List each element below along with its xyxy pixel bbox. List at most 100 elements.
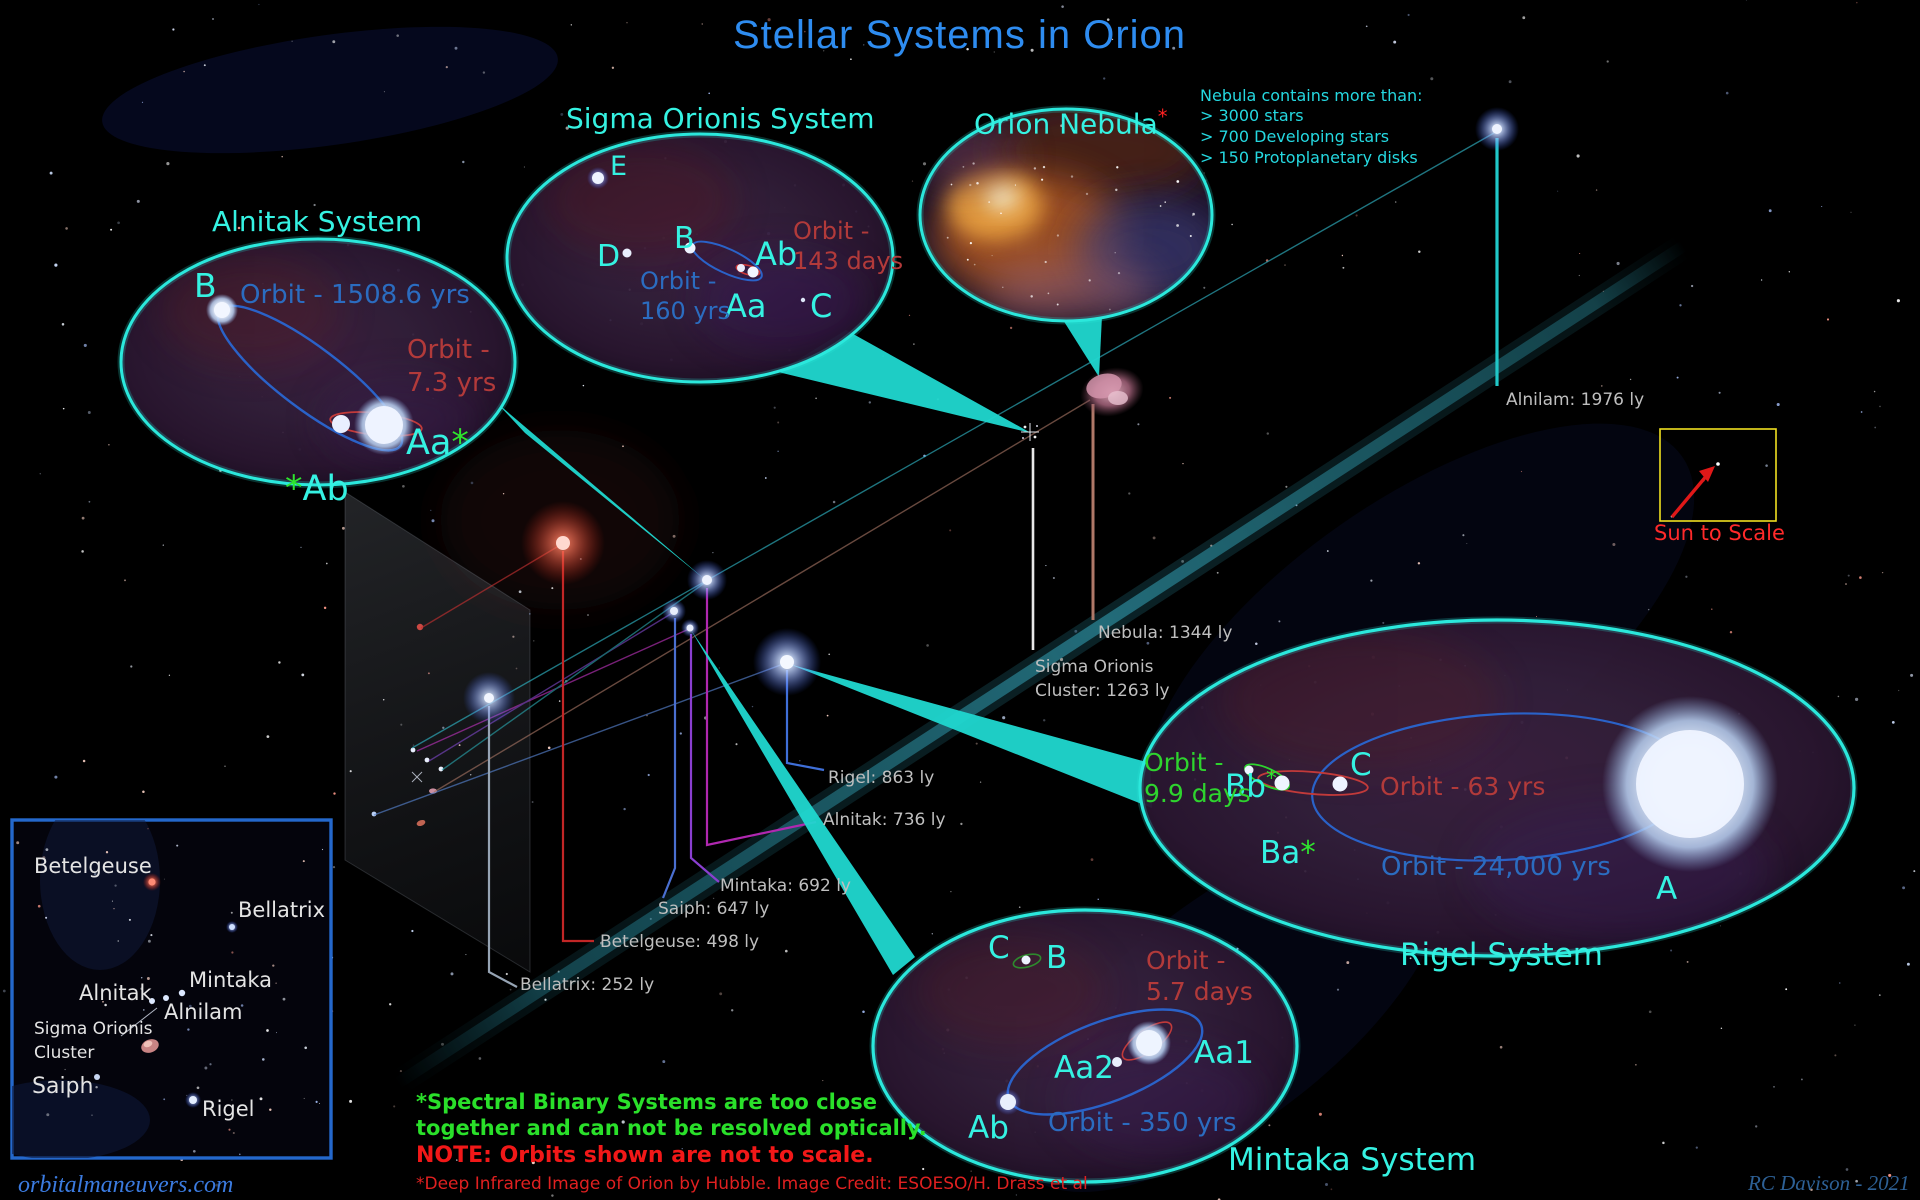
- mintaka-label-ab: Ab: [968, 1110, 1009, 1146]
- page-title: Stellar Systems in Orion: [733, 13, 1187, 57]
- sigma-label-b: B: [674, 221, 695, 256]
- nebula-title: Orion Nebula*: [974, 105, 1168, 141]
- sigma-label-aa: Aa: [725, 287, 767, 325]
- sigma-star-b: [684, 242, 696, 254]
- mintaka-system-title: Mintaka System: [1228, 1142, 1477, 1178]
- mintaka-label-b: B: [1046, 940, 1068, 976]
- ba-asterisk: *: [1300, 834, 1316, 871]
- sigma-label-e: E: [610, 151, 628, 182]
- inset-label-alnilam: Alnilam: [164, 1000, 243, 1024]
- inset-alnitak-star: [149, 998, 155, 1004]
- betelgeuse-3d-star: [556, 536, 570, 550]
- distance-nebula: Nebula: 1344 ly: [1098, 623, 1233, 643]
- plane-dot-betelgeuse: [416, 623, 424, 631]
- inset-label-saiph: Saiph: [32, 1074, 94, 1099]
- sigma-label-ab: Ab: [755, 235, 798, 273]
- mintaka-orbit-blue-label: Orbit - 350 yrs: [1048, 1108, 1237, 1138]
- sigma-orbit-red-label: Orbit - 143 days: [793, 217, 904, 275]
- inset-label-alnitak: Alnitak: [79, 981, 152, 1005]
- mintaka-label-c: C: [988, 930, 1010, 966]
- note-scale: NOTE: Orbits shown are not to scale.: [416, 1143, 874, 1168]
- rigel-label-bb: Bb*: [1225, 765, 1277, 805]
- sigma-star-d: [622, 248, 632, 258]
- sight-lines: [373, 132, 1495, 816]
- sun-dot: [1716, 462, 1720, 466]
- alnitak-label-b: B: [194, 266, 217, 305]
- orion-nebula-ellipse: [916, 105, 1216, 325]
- drop-bellatrix: [487, 706, 518, 988]
- rigel-label-c: C: [1350, 747, 1372, 783]
- sun-to-scale-label: Sun to Scale: [1654, 521, 1785, 545]
- alnilam-3d-star: [1492, 124, 1502, 134]
- drop-saiph: [661, 618, 677, 899]
- inset-label-mintaka: Mintaka: [189, 968, 273, 992]
- mintaka-label-aa2: Aa2: [1054, 1050, 1114, 1086]
- sigma-cluster-sparkle: [1021, 423, 1039, 441]
- rigel-label-ba: Ba*: [1260, 834, 1316, 871]
- inset-label-rigel: Rigel: [202, 1097, 255, 1121]
- distance-alnilam: Alnilam: 1976 ly: [1506, 390, 1645, 410]
- nebula-info-items: > 3000 stars > 700 Developing stars > 15…: [1200, 106, 1418, 167]
- inset-betelgeuse-star: [148, 878, 156, 886]
- sigma-orbit-blue-label: Orbit - 160 yrs: [640, 267, 731, 325]
- distance-saiph: Saiph: 647 ly: [658, 899, 770, 919]
- mintaka-label-aa1: Aa1: [1194, 1035, 1254, 1071]
- distance-alnitak: Alnitak: 736 ly: [823, 810, 946, 830]
- sigma-star-aa2: [737, 264, 745, 272]
- mintaka-star-aa1: [1136, 1030, 1162, 1056]
- saiph-3d-star: [670, 607, 678, 615]
- distance-bellatrix: Bellatrix: 252 ly: [520, 975, 655, 995]
- rigel-system-ellipse: [1136, 616, 1858, 960]
- distance-mintaka: Mintaka: 692 ly: [720, 876, 851, 896]
- mintaka-orbit-green: [1012, 953, 1042, 969]
- alnitak-3d-star: [702, 575, 712, 585]
- drop-rigel: [785, 670, 825, 772]
- sigma-star-aa1: [747, 266, 759, 278]
- alnitak-system-ellipse: [117, 235, 519, 489]
- inset-alnilam-star: [163, 995, 169, 1001]
- sky-plane: [344, 491, 531, 973]
- note-credit: *Deep Infrared Image of Orion by Hubble.…: [416, 1174, 1088, 1194]
- author-credit: RC Davison - 2021: [1748, 1171, 1910, 1195]
- sigma-label-c: C: [810, 287, 833, 325]
- nebula-asterisk: *: [1157, 105, 1168, 128]
- alnitak-orbit-red-label: Orbit - 7.3 yrs: [407, 335, 497, 398]
- inset-bellatrix-star: [229, 924, 235, 930]
- rigel-star-c: [1332, 776, 1348, 792]
- sigma-star-e: [592, 172, 604, 184]
- distance-sigma-cluster: Sigma Orionis Cluster: 1263 ly: [1035, 657, 1170, 701]
- inset-saiph-star: [94, 1074, 100, 1080]
- sigma-star-c: [800, 297, 806, 303]
- rigel-star-a: [1636, 730, 1744, 838]
- bellatrix-3d-star: [484, 693, 494, 703]
- mintaka-star-ab: [1000, 1094, 1016, 1110]
- inset-rigel-star: [189, 1096, 197, 1104]
- rigel-label-a: A: [1656, 871, 1678, 907]
- inset-map: [10, 818, 333, 1160]
- nebula-info-heading: Nebula contains more than:: [1200, 86, 1423, 105]
- distance-drop-lines: [487, 138, 1499, 988]
- sigma-system-title: Sigma Orionis System: [566, 102, 875, 135]
- rigel-orbit-blue-label: Orbit - 24,000 yrs: [1381, 852, 1611, 882]
- rigel-orbit-red: [1257, 770, 1369, 796]
- distance-rigel: Rigel: 863 ly: [828, 768, 935, 788]
- drop-mintaka: [689, 634, 720, 883]
- note-spectral: *Spectral Binary Systems are too close t…: [416, 1090, 927, 1140]
- sigma-orbit-red: [735, 263, 761, 277]
- sigma-label-d: D: [597, 239, 621, 274]
- mintaka-star-aa2: [1112, 1057, 1122, 1067]
- rigel-star-ba: [1274, 775, 1290, 791]
- rigel-orbit-green: [1244, 763, 1290, 791]
- mintaka-star-b: [1021, 955, 1031, 965]
- inset-label-bellatrix: Bellatrix: [238, 898, 325, 922]
- site-link[interactable]: orbitalmaneuvers.com: [18, 1172, 234, 1198]
- sun-arrow: [1670, 472, 1710, 519]
- mintaka-system-ellipse: [869, 906, 1301, 1186]
- rigel-system-title: Rigel System: [1400, 937, 1603, 973]
- aa-asterisk: *: [451, 422, 469, 463]
- inset-label-sigma-cluster: Sigma Orionis Cluster: [34, 1019, 153, 1063]
- inset-mintaka-star: [178, 989, 186, 997]
- bb-asterisk: *: [1265, 765, 1277, 791]
